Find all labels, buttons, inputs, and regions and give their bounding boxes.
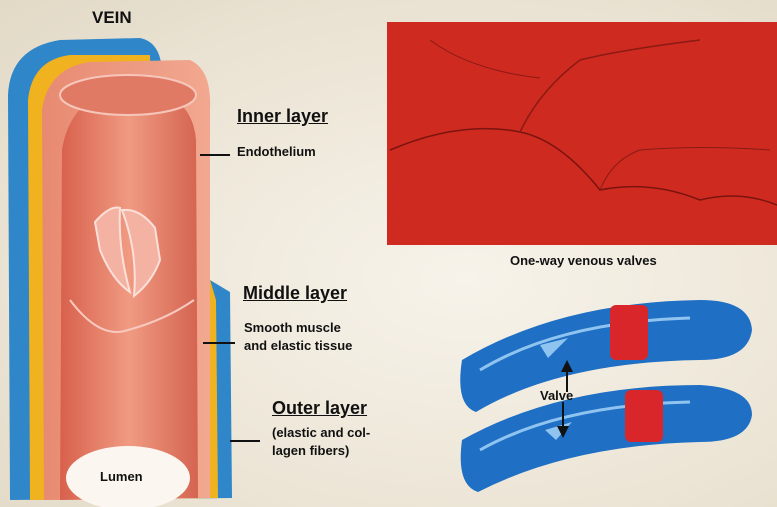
middle-layer-detail-2: and elastic tissue <box>244 337 352 355</box>
valve-label: Valve <box>540 388 573 403</box>
inner-layer-detail: Endothelium <box>237 143 316 161</box>
leader-line-inner <box>200 154 230 156</box>
valve-photo <box>387 22 777 245</box>
outer-layer-detail-2: lagen fibers) <box>272 442 349 460</box>
outer-layer-heading: Outer layer <box>272 398 367 419</box>
middle-layer-detail-1: Smooth muscle <box>244 319 341 337</box>
leader-line-outer <box>230 440 260 442</box>
middle-layer-heading: Middle layer <box>243 283 347 304</box>
diagram-title: VEIN <box>92 8 132 28</box>
photo-caption: One-way venous valves <box>510 253 657 268</box>
leader-line-middle <box>203 342 235 344</box>
lumen-label: Lumen <box>100 468 143 486</box>
inner-layer-heading: Inner layer <box>237 106 328 127</box>
outer-layer-detail-1: (elastic and col- <box>272 424 370 442</box>
